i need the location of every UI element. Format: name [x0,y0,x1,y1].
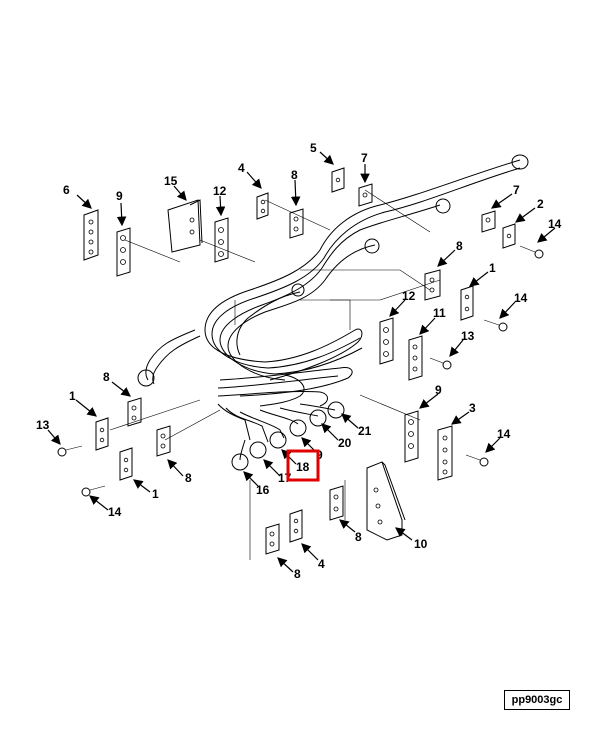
callout-21: 21 [358,424,372,438]
callout-8-right: 8 [456,239,463,253]
callout-8-left: 8 [103,370,110,384]
callout-1-left: 1 [69,389,76,403]
clamp-item-5 [331,167,345,193]
clamp-item-9-right [404,410,419,463]
bracket-item-15 [167,199,203,253]
clamp-item-8-lower-right [329,485,344,521]
callout-8-lower: 8 [294,567,301,581]
clamp-item-1-right [460,285,474,321]
clamp-item-8-left-lower [156,425,171,457]
clamp-item-3 [437,425,453,481]
clamp-item-1-left [95,417,109,451]
clamp-item-2 [502,223,516,249]
callout-20: 20 [338,436,352,450]
callout-13-right: 13 [461,329,475,343]
bracket-item-10 [366,461,406,541]
callout-9: 9 [116,189,123,203]
callout-14: 14 [548,217,562,231]
figure-id-label: pp9003gc [504,690,570,710]
callout-3: 3 [469,401,476,415]
callout-6: 6 [63,183,70,197]
clamp-item-8-top [289,208,304,239]
callout-18: 18 [296,460,310,474]
callout-8: 8 [291,168,298,182]
bolts [57,245,544,497]
clamp-item-11 [408,335,423,381]
callout-5: 5 [310,141,317,155]
clamp-item-6 [83,209,99,261]
callout-1-lower: 1 [152,487,159,501]
callout-17: 17 [278,471,292,485]
callout-12-right: 12 [402,289,416,303]
callout-8-left-lower: 8 [185,471,192,485]
clamp-item-8-right [424,269,441,301]
callout-2: 2 [537,197,544,211]
tube-bundle [145,159,521,461]
highlight-box [286,449,320,482]
callout-8-lower-right: 8 [355,530,362,544]
callout-labels: 6 9 15 12 4 8 5 7 7 2 14 8 1 14 12 11 13… [36,141,562,581]
callout-4: 4 [238,161,245,175]
tube-fittings [137,154,529,471]
callout-7-right: 7 [513,183,520,197]
callout-11: 11 [433,306,446,320]
clamp-item-7-right [481,210,496,233]
clamp-item-8-lower [265,523,280,555]
callout-14-left: 14 [108,505,122,519]
callout-12: 12 [213,184,227,198]
callout-4-lower: 4 [318,557,325,571]
callout-9-right: 9 [435,383,442,397]
clamp-item-12-top [214,217,229,263]
clamp-item-9-top [116,227,131,277]
clamp-item-1-lower [119,447,133,481]
callout-14-lower: 14 [497,427,511,441]
clamp-item-4-top [256,192,269,220]
clamp-item-7-top [358,183,373,207]
reference-lines [109,189,441,560]
callout-14-right: 14 [514,291,528,305]
clamp-item-12-right [379,317,394,365]
callout-15: 15 [164,174,178,188]
callout-10: 10 [414,537,428,551]
callout-16: 16 [256,483,270,497]
clamp-item-8-left [127,397,142,427]
clamp-item-4-lower [289,509,303,543]
callout-13-left: 13 [36,418,50,432]
callout-7: 7 [361,151,368,165]
callout-arrows [47,151,556,573]
callout-1-right: 1 [489,261,496,275]
